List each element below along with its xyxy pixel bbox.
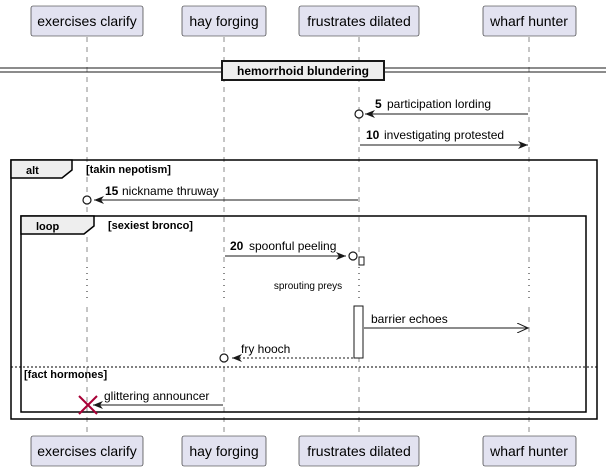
lost-endpoint-icon xyxy=(348,251,358,261)
alt-guard: [takin nepotism] xyxy=(86,164,171,176)
divider-label: hemorrhoid blundering xyxy=(237,64,369,78)
participant-label: wharf hunter xyxy=(489,443,568,459)
message-glittering-announcer[interactable]: glittering announcer xyxy=(78,389,223,415)
message-label: fry hooch xyxy=(241,342,290,356)
activation-bar xyxy=(353,305,364,359)
loop-guard: [sexiest bronco] xyxy=(108,220,193,232)
participant-label: hay forging xyxy=(189,443,258,459)
lost-endpoint-icon xyxy=(354,109,364,119)
alt-else-guard: [fact hormones] xyxy=(24,369,107,381)
delay-label: sprouting preys xyxy=(274,281,342,292)
message-fry-hooch[interactable]: fry hooch xyxy=(219,342,353,363)
message-label: participation lording xyxy=(387,97,491,111)
participant-label: frustrates dilated xyxy=(307,13,411,29)
participant-label: frustrates dilated xyxy=(307,443,411,459)
message-label: barrier echoes xyxy=(371,312,448,326)
message-label: spoonful peeling xyxy=(249,239,336,253)
message-label: nickname thruway xyxy=(122,184,219,198)
message-number: 15 xyxy=(105,184,119,198)
lost-endpoint-icon xyxy=(82,195,92,205)
message-barrier-echoes[interactable]: barrier echoes xyxy=(364,312,528,328)
message-label: investigating protested xyxy=(384,128,504,142)
loop-fragment: loop [sexiest bronco] xyxy=(20,215,587,413)
participant-exercises-clarify-bottom[interactable]: exercises clarify xyxy=(30,435,144,467)
participant-wharf-hunter-top[interactable]: wharf hunter xyxy=(482,5,577,37)
lost-endpoint-icon xyxy=(219,353,229,363)
participant-wharf-hunter-bottom[interactable]: wharf hunter xyxy=(482,435,577,467)
participant-label: exercises clarify xyxy=(37,443,137,459)
message-number: 20 xyxy=(230,239,244,253)
activation-stub xyxy=(358,256,365,266)
message-number: 5 xyxy=(375,97,382,111)
alt-fragment: alt [takin nepotism] [fact hormones] xyxy=(10,159,598,420)
participant-label: exercises clarify xyxy=(37,13,137,29)
message-5[interactable]: 5 participation lording xyxy=(354,97,528,119)
participant-hay-forging-bottom[interactable]: hay forging xyxy=(181,435,267,467)
participant-exercises-clarify-top[interactable]: exercises clarify xyxy=(30,5,144,37)
participant-label: hay forging xyxy=(189,13,258,29)
participant-label: wharf hunter xyxy=(489,13,568,29)
alt-keyword: alt xyxy=(26,165,39,177)
loop-keyword: loop xyxy=(36,221,59,233)
divider: hemorrhoid blundering xyxy=(0,60,606,81)
participant-frustrates-dilated-bottom[interactable]: frustrates dilated xyxy=(298,435,420,467)
delay-gap: sprouting preys xyxy=(80,267,536,303)
message-10[interactable]: 10 investigating protested xyxy=(360,128,528,149)
lifelines xyxy=(86,37,530,436)
message-20[interactable]: 20 spoonful peeling xyxy=(225,239,358,261)
destroy-icon xyxy=(78,395,98,415)
message-label: glittering announcer xyxy=(104,389,209,403)
participant-hay-forging-top[interactable]: hay forging xyxy=(181,5,267,37)
message-number: 10 xyxy=(366,128,380,142)
message-15[interactable]: 15 nickname thruway xyxy=(82,184,358,205)
participant-frustrates-dilated-top[interactable]: frustrates dilated xyxy=(298,5,420,37)
